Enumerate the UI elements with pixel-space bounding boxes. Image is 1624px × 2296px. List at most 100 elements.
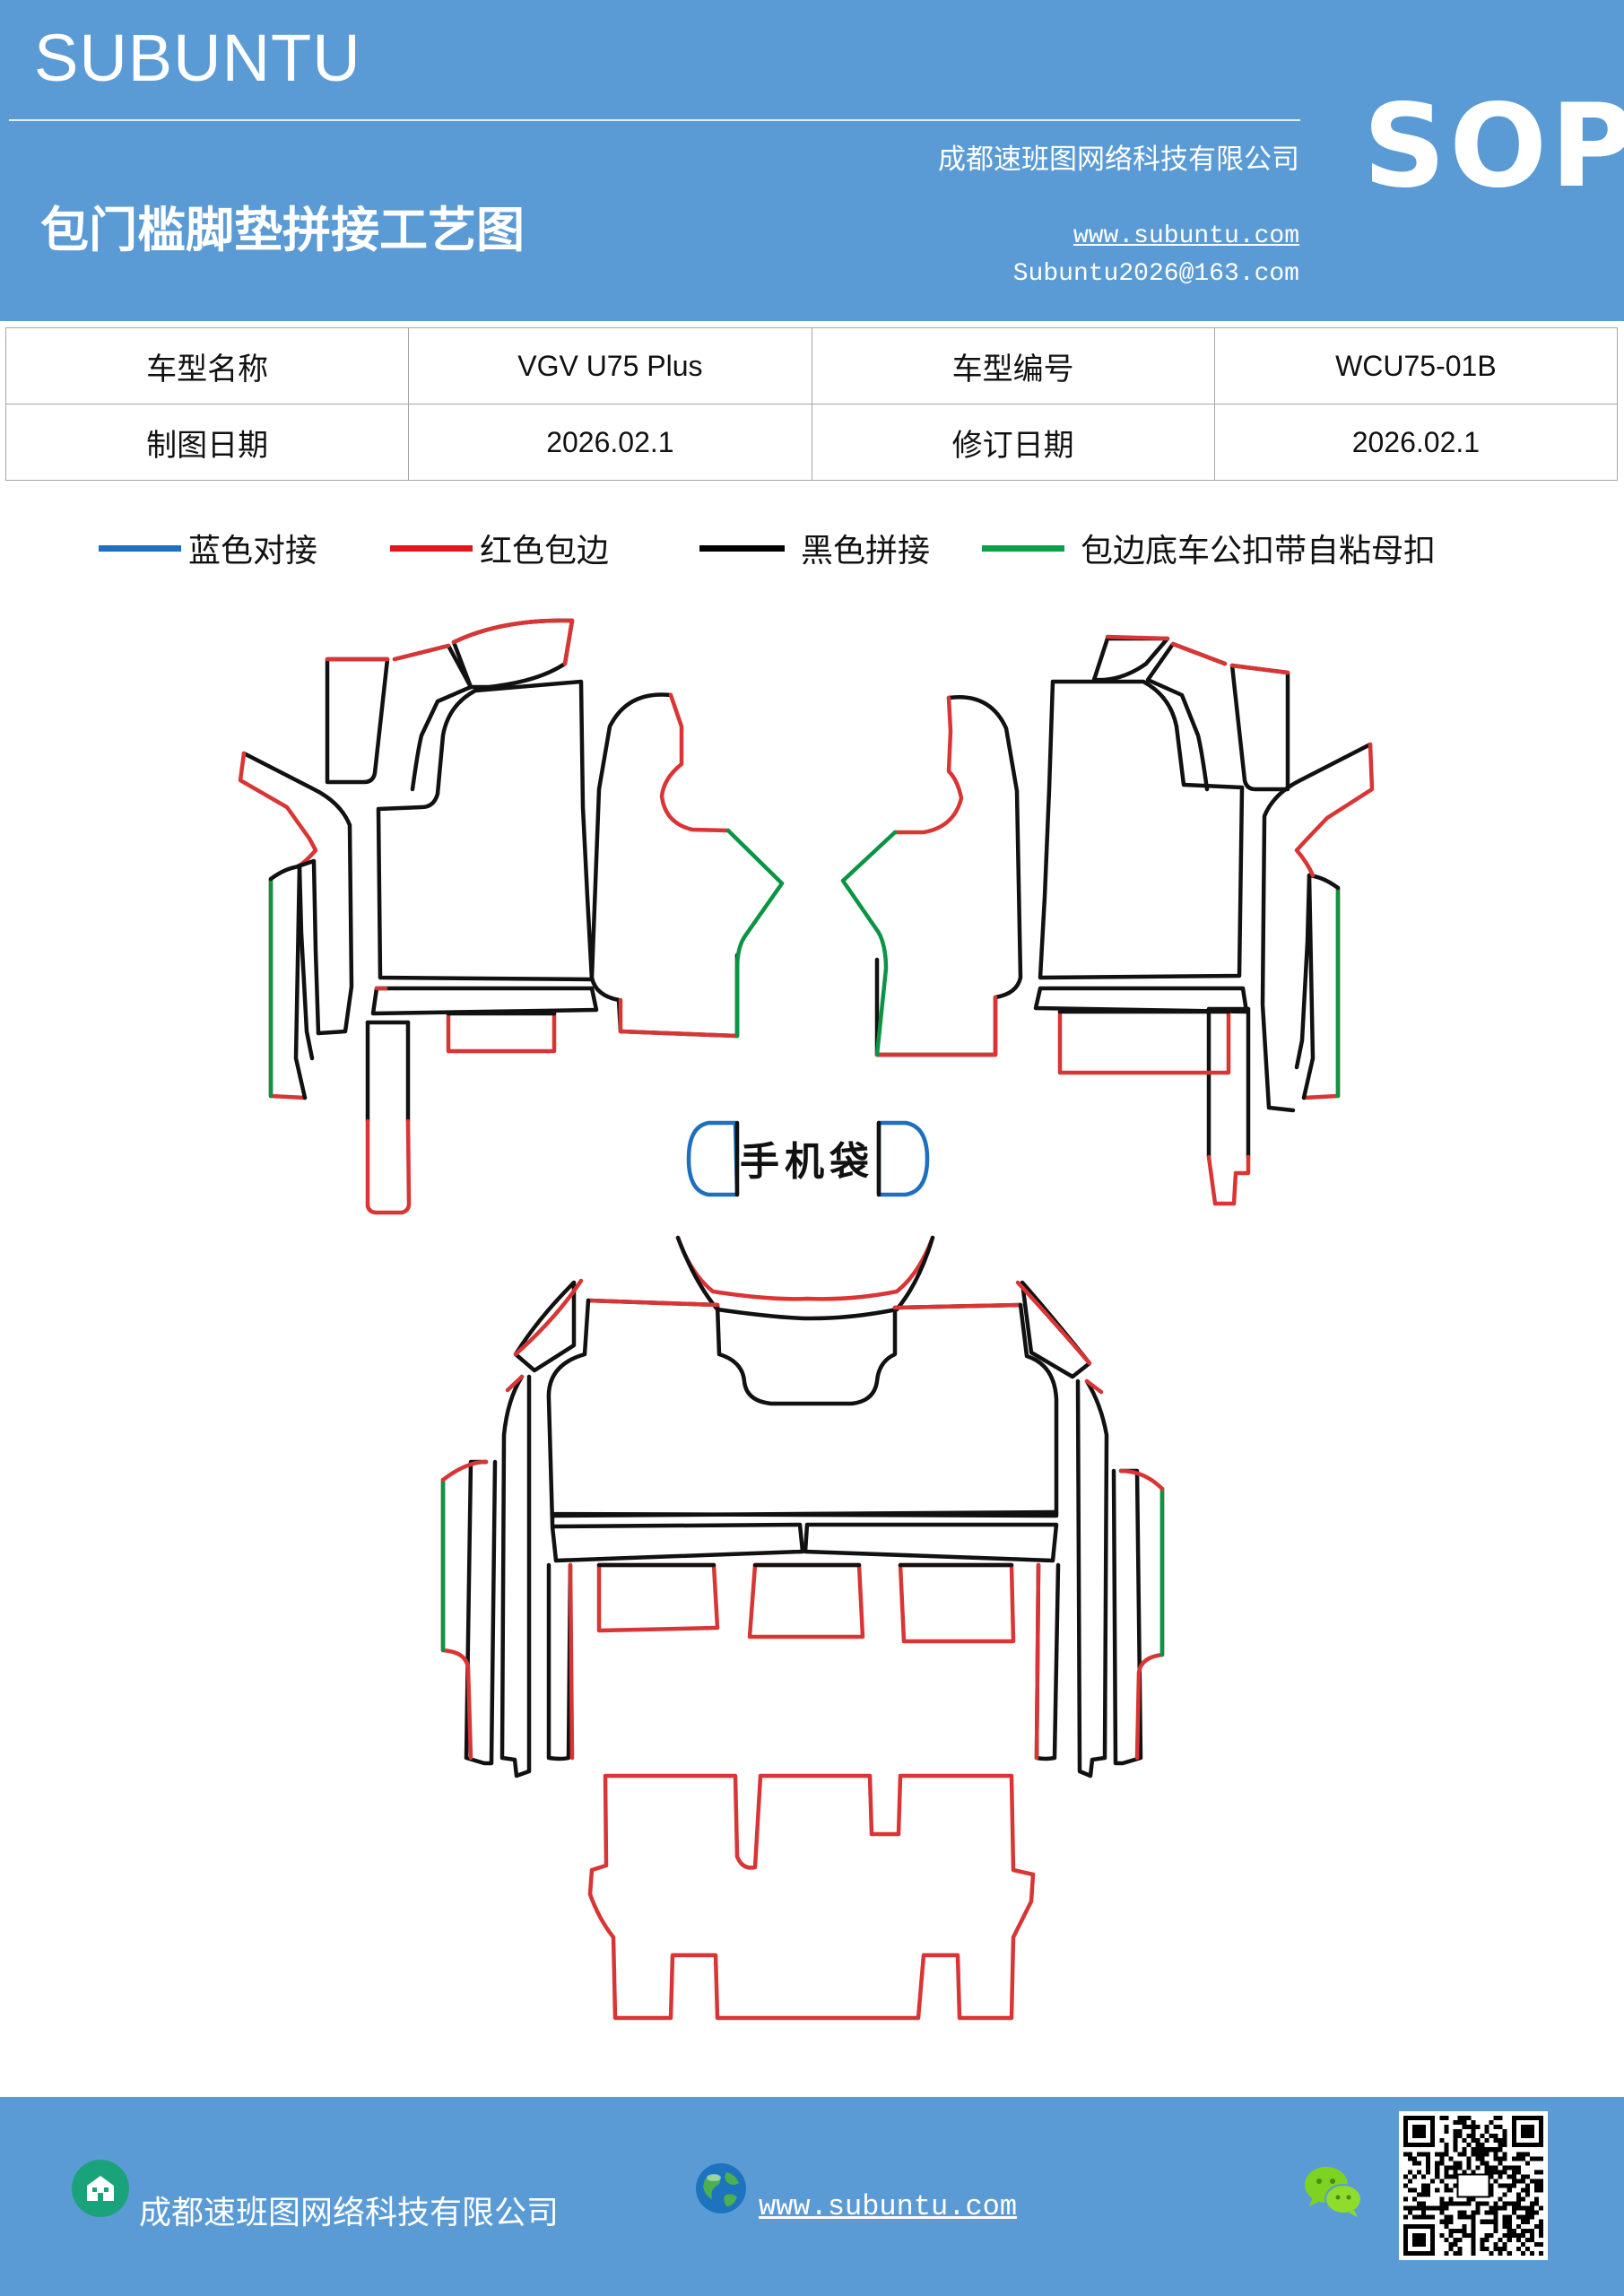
mat-piece <box>1034 1562 1041 1761</box>
building-icon <box>72 2160 129 2217</box>
legend-swatch <box>390 544 473 552</box>
mat-piece <box>392 643 473 792</box>
mat-piece <box>1105 634 1170 641</box>
table-cell-value: 2026.02.1 <box>408 404 812 481</box>
color-legend: 蓝色对接 红色包边 黑色拼接 包边底车公扣带自粘母扣 <box>0 525 1624 578</box>
table-cell-label: 修订日期 <box>811 404 1215 481</box>
vehicle-info-table: 车型名称 VGV U75 Plus 车型编号 WCU75-01B 制图日期 20… <box>4 327 1619 481</box>
right-sill-mat-group <box>840 634 1375 1206</box>
mat-piece <box>546 1298 1059 1527</box>
mat-piece <box>874 695 1023 1057</box>
mat-piece <box>586 1298 720 1308</box>
legend-item-red: 红色包边 <box>390 525 609 571</box>
mat-piece <box>446 1011 557 1054</box>
mat-piece <box>587 1773 1036 2021</box>
mat-piece <box>499 1374 532 1779</box>
mat-piece <box>1229 663 1290 675</box>
mat-piece <box>659 692 731 833</box>
mat-piece <box>1084 1378 1104 1395</box>
legend-swatch <box>99 544 181 552</box>
mat-piece <box>747 1562 865 1639</box>
mat-piece <box>898 1562 1016 1644</box>
table-row: 制图日期 2026.02.1 修订日期 2026.02.1 <box>4 404 1619 481</box>
table-cell-value: WCU75-01B <box>1213 327 1619 404</box>
mat-piece <box>589 692 740 1039</box>
mat-piece <box>892 1302 1023 1310</box>
rear-floor-mat <box>587 1773 1036 2021</box>
left-sill-mat-group <box>238 618 785 1215</box>
mat-piece <box>392 643 451 662</box>
website-link[interactable]: www.subuntu.com <box>1073 222 1299 250</box>
mat-piece <box>513 1278 584 1357</box>
phone-pocket: 手机袋 <box>686 1120 930 1197</box>
mat-piece <box>451 618 575 666</box>
header-banner: SUBUNTU 包门槛脚垫拼接工艺图 成都速班图网络科技有限公司 www.sub… <box>0 0 1624 321</box>
footer-website-link[interactable]: www.subuntu.com <box>759 2190 1018 2223</box>
mat-piece <box>365 1118 412 1215</box>
mat-piece <box>892 695 964 835</box>
mat-piece <box>1294 873 1341 1070</box>
mat-piece <box>586 1298 1023 1406</box>
legend-item-black: 黑色拼接 <box>699 525 930 571</box>
mat-piece <box>1294 742 1375 878</box>
qr-code <box>1399 2111 1548 2260</box>
mat-piece <box>803 1522 1059 1563</box>
mat-piece <box>1301 873 1316 1100</box>
brand-name: SUBUNTU <box>34 21 361 95</box>
mat-piece <box>268 864 315 1061</box>
legend-item-blue: 蓝色对接 <box>99 525 317 571</box>
footer-banner: 成都速班图网络科技有限公司 www.subuntu.com <box>0 2097 1624 2296</box>
mat-piece <box>1075 1378 1109 1779</box>
legend-item-green: 包边底车公扣带自粘母扣 <box>982 525 1436 571</box>
front-floor-mat-group <box>440 1235 1165 1779</box>
mat-piece <box>568 1562 575 1761</box>
mat-piece <box>370 986 599 1016</box>
mat-piece <box>325 657 390 785</box>
mat-piece <box>675 1235 935 1301</box>
table-cell-label: 制图日期 <box>4 404 410 481</box>
mat-piece <box>874 995 998 1057</box>
table-cell-label: 车型名称 <box>4 327 410 404</box>
mat-piece <box>1118 1468 1165 1492</box>
mat-piece <box>1229 663 1290 792</box>
mat-piece <box>1091 636 1170 683</box>
floor-mat-diagram: 手机袋 <box>238 618 1375 2021</box>
email-address: Subuntu2026@163.com <box>1012 260 1299 288</box>
mat-piece <box>1033 986 1249 1014</box>
mat-piece <box>546 1562 573 1761</box>
legend-label: 包边底车公扣带自粘母扣 <box>1081 533 1437 570</box>
legend-swatch <box>982 544 1064 552</box>
mat-piece <box>295 858 321 1036</box>
wechat-icon <box>1305 2167 1362 2217</box>
footer-company-name: 成都速班图网络科技有限公司 <box>139 2195 560 2231</box>
mat-piece <box>513 1280 577 1373</box>
legend-label: 黑色拼接 <box>801 533 931 570</box>
mat-piece <box>675 1235 935 1321</box>
table-cell-value: VGV U75 Plus <box>408 327 812 404</box>
mat-piece <box>1145 641 1228 792</box>
mat-piece <box>550 1509 1059 1518</box>
table-cell-value: 2026.02.1 <box>1213 404 1619 481</box>
mat-piece <box>840 830 898 1057</box>
mat-piece <box>1057 1009 1231 1075</box>
mat-piece <box>451 618 575 690</box>
legend-label: 红色包边 <box>480 533 610 570</box>
mat-piece <box>725 828 785 1039</box>
mat-piece <box>618 997 740 1039</box>
mat-piece <box>596 1562 720 1633</box>
mat-piece <box>241 751 354 1036</box>
table-cell-label: 车型编号 <box>811 327 1215 404</box>
mat-piece <box>1170 641 1228 666</box>
mat-piece <box>376 679 595 982</box>
legend-label: 蓝色对接 <box>188 533 318 570</box>
page-title: 包门槛脚垫拼接工艺图 <box>40 201 525 258</box>
globe-icon <box>696 2163 746 2213</box>
mat-piece <box>293 864 308 1100</box>
pocket-left-tab <box>686 1120 740 1197</box>
phone-pocket-label: 手机袋 <box>740 1139 874 1185</box>
mat-piece <box>1015 1280 1092 1366</box>
pocket-right-tab <box>876 1120 930 1197</box>
mat-piece <box>440 1459 489 1483</box>
legend-swatch <box>699 544 785 552</box>
company-name: 成都速班图网络科技有限公司 <box>938 144 1299 176</box>
